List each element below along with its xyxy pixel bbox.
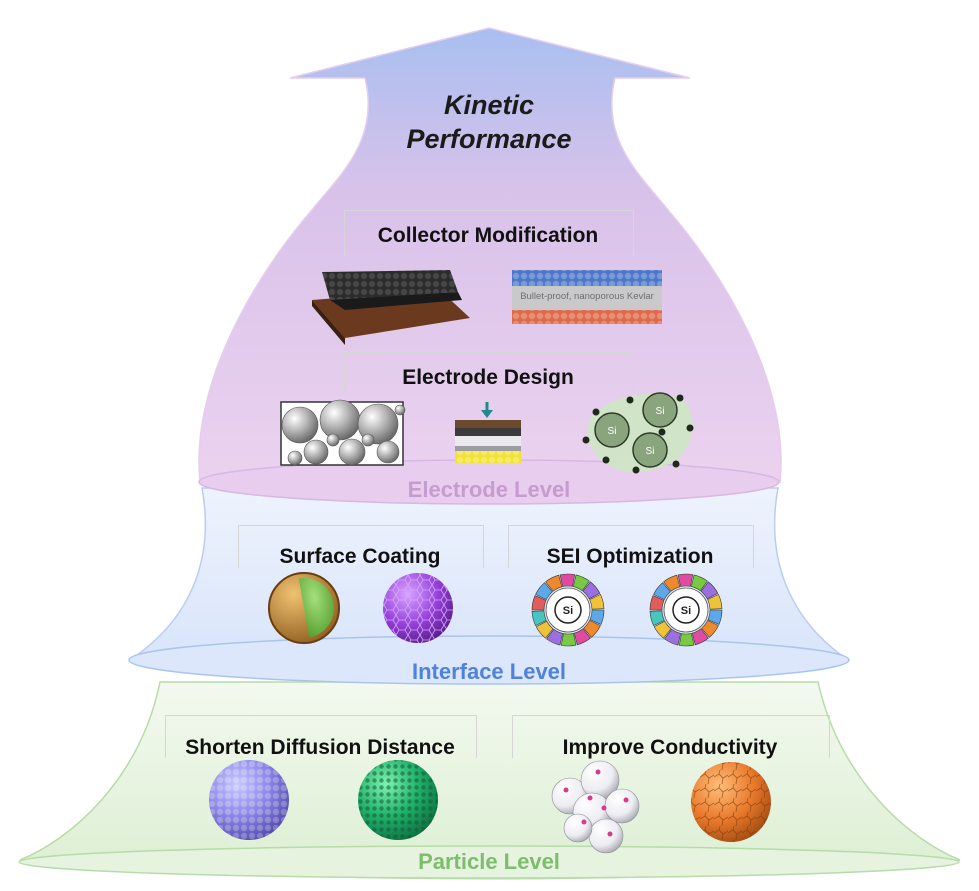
packed-sphere xyxy=(303,439,329,465)
pink-spot xyxy=(581,819,587,825)
conductivity-box xyxy=(512,715,830,758)
packed-sphere xyxy=(281,406,319,444)
packed-sphere xyxy=(361,433,375,447)
interface-level-label: Interface Level xyxy=(411,659,567,684)
si-core-inner xyxy=(672,596,700,624)
sei-segment xyxy=(572,574,590,592)
sei-segment xyxy=(559,573,576,587)
blue-nanoparticle-sphere-image xyxy=(209,760,289,840)
binder-dot xyxy=(632,466,640,474)
sei-segment xyxy=(560,633,577,647)
sei-segment xyxy=(535,620,554,639)
sei-segment xyxy=(690,574,708,592)
binder-dot xyxy=(626,396,634,404)
sei-optimization-box xyxy=(508,525,754,568)
white-particle xyxy=(604,788,640,824)
electrode-design-title: Electrode Design xyxy=(402,366,574,389)
diagram-title: Kinetic Performance xyxy=(389,88,589,156)
purple-mesh-sphere-image xyxy=(383,573,453,643)
binder-dot xyxy=(676,394,684,402)
sei-ring-image-2: Si xyxy=(649,573,723,647)
white-particle xyxy=(563,813,593,843)
binder-dot xyxy=(592,408,600,416)
si-particle xyxy=(632,432,668,468)
sei-segment xyxy=(700,581,719,600)
sei-segment xyxy=(546,628,564,646)
sei-segment xyxy=(691,628,709,646)
si-particle-label: Si xyxy=(656,406,665,417)
si-particle-label: Si xyxy=(608,426,617,437)
electrode-design-box xyxy=(344,352,634,393)
sei-segment xyxy=(573,628,591,646)
white-particle-cluster-image xyxy=(551,760,640,854)
sei-segment xyxy=(531,595,547,611)
si-core-label: Si xyxy=(563,605,573,617)
sei-segment xyxy=(701,620,719,638)
shorten-diffusion-distance-title: Shorten Diffusion Distance xyxy=(185,736,455,759)
sei-segment xyxy=(678,633,695,647)
binder-dot xyxy=(582,436,590,444)
improve-conductivity-title: Improve Conductivity xyxy=(562,736,778,759)
collector-modification-box xyxy=(344,210,634,256)
kevlar-collector-image xyxy=(512,270,662,324)
si-particle xyxy=(594,412,630,448)
si-particle-label: Si xyxy=(646,446,655,457)
sei-segment xyxy=(531,610,547,627)
sphere-packing-image xyxy=(280,399,406,466)
kevlar-caption: Bullet-proof, nanoporous Kevlar xyxy=(520,291,654,302)
pink-spot xyxy=(607,831,613,837)
surface-coating-box xyxy=(238,525,484,568)
sei-segment xyxy=(677,573,694,587)
layered-electrode-image xyxy=(455,402,521,463)
binder-dot xyxy=(686,424,694,432)
sei-segment xyxy=(649,610,665,627)
sei-segment xyxy=(663,574,681,592)
title-line-2: Performance xyxy=(406,124,572,154)
pink-spot xyxy=(601,805,607,811)
packed-sphere xyxy=(319,399,361,441)
surface-coating-title: Surface Coating xyxy=(279,545,441,568)
diffusion-distance-box xyxy=(165,715,477,758)
sei-segment xyxy=(664,628,682,646)
binder-dot xyxy=(658,428,666,436)
binder-dot xyxy=(602,456,610,464)
sei-segment xyxy=(545,574,563,592)
sei-segment xyxy=(653,582,671,600)
sei-segment xyxy=(583,620,601,638)
sei-segment xyxy=(589,609,605,625)
porous-collector-image xyxy=(312,270,470,345)
green-porous-sphere-image xyxy=(358,760,438,840)
sei-segment xyxy=(649,595,665,611)
particle-level-label: Particle Level xyxy=(418,849,560,874)
sei-segment xyxy=(589,593,605,610)
sei-segment xyxy=(535,582,553,600)
packed-sphere xyxy=(394,404,406,416)
sei-segment xyxy=(707,593,723,610)
packed-sphere xyxy=(376,440,400,464)
title-line-1: Kinetic xyxy=(443,90,535,120)
pink-spot xyxy=(587,795,593,801)
sei-ring-image-1: Si xyxy=(531,573,605,647)
orange-textured-sphere-image xyxy=(691,762,771,842)
si-particle xyxy=(642,392,678,428)
electrode-level-label: Electrode Level xyxy=(407,477,571,502)
pink-spot xyxy=(563,787,569,793)
sei-segment xyxy=(653,620,672,639)
si-core-inner xyxy=(554,596,582,624)
packed-sphere xyxy=(326,433,340,447)
sei-segment xyxy=(707,609,723,625)
si-core-label: Si xyxy=(681,605,691,617)
pink-spot xyxy=(595,769,601,775)
collector-modification-title: Collector Modification xyxy=(377,224,599,247)
packed-sphere xyxy=(287,450,303,466)
binder-dot xyxy=(672,460,680,468)
core-shell-sphere-image xyxy=(268,572,340,644)
pink-spot xyxy=(623,797,629,803)
sei-segment xyxy=(582,581,601,600)
packed-sphere xyxy=(338,438,366,466)
interface-level-shape xyxy=(128,487,850,685)
sei-optimization-title: SEI Optimization xyxy=(546,545,714,568)
white-particle xyxy=(588,818,624,854)
